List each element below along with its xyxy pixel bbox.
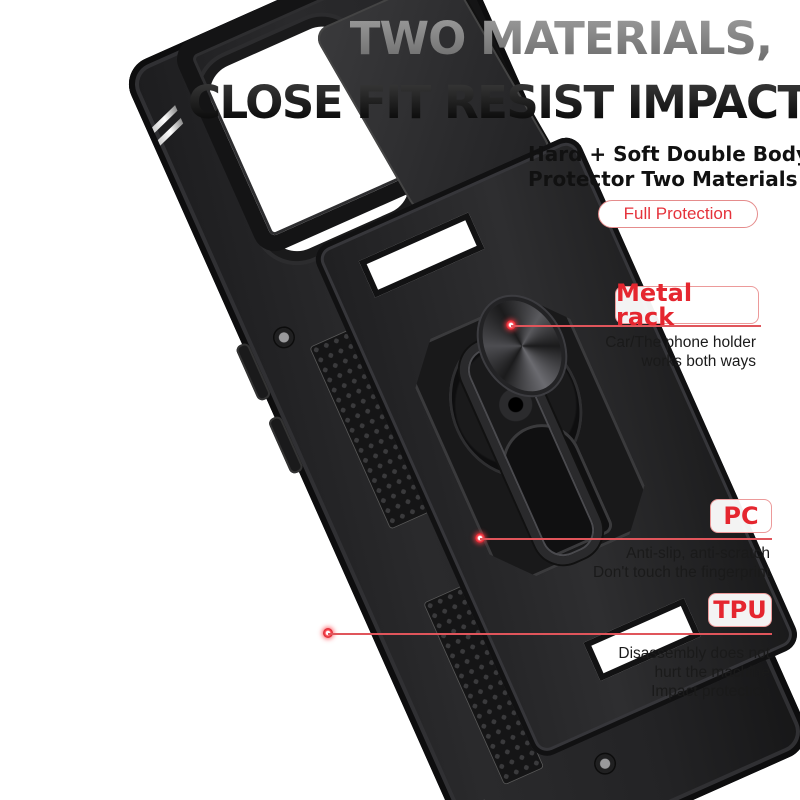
- screw-icon: [590, 749, 620, 779]
- callout-desc-line: hurt the machine: [654, 664, 770, 681]
- subhead-line-1: Hard + Soft Double Body: [528, 142, 800, 166]
- callout-desc-line: Impact protection: [651, 683, 770, 700]
- callout-description-pc: Anti-slip, anti-scratch Don't touch the …: [593, 544, 770, 582]
- side-button-icon: [267, 414, 305, 476]
- callout-tag-metal-rack: Metal rack: [615, 281, 759, 329]
- screw-icon: [269, 322, 299, 352]
- armor-cutout: [358, 212, 485, 298]
- subheadline: Hard + Soft Double Body Protector Two Ma…: [528, 142, 800, 192]
- callout-desc-line: Anti-slip, anti-scratch: [626, 545, 770, 562]
- callout-title: Metal rack: [616, 279, 693, 331]
- callout-title: PC: [723, 502, 759, 530]
- callout-desc-line: Car/The phone holder: [605, 334, 756, 351]
- callout-description-metal-rack: Car/The phone holder works both ways: [605, 333, 756, 371]
- callout-leader-line: [328, 633, 772, 635]
- callout-tag-pc: PC: [710, 499, 772, 533]
- headline-line-1: TWO MATERIALS,: [349, 12, 773, 65]
- callout-tag-tpu: TPU: [708, 593, 772, 627]
- callout-desc-line: works both ways: [641, 353, 756, 370]
- callout-desc-line: Don't touch the fingerprint: [592, 564, 770, 581]
- callout-leader-line: [480, 538, 772, 540]
- callout-description-tpu: Disassembly does not hurt the machine Im…: [618, 644, 770, 701]
- callout-title: TPU: [713, 596, 767, 624]
- badge-label: Full Protection: [623, 204, 733, 223]
- headline-line-2: CLOSE FIT RESIST IMPACT: [188, 80, 800, 125]
- callout-desc-line: Disassembly does not: [618, 645, 770, 662]
- side-button-icon: [234, 341, 272, 403]
- subhead-line-2: Protector Two Materials: [528, 167, 798, 191]
- callout-leader-line: [511, 325, 761, 327]
- full-protection-badge: Full Protection: [598, 200, 758, 228]
